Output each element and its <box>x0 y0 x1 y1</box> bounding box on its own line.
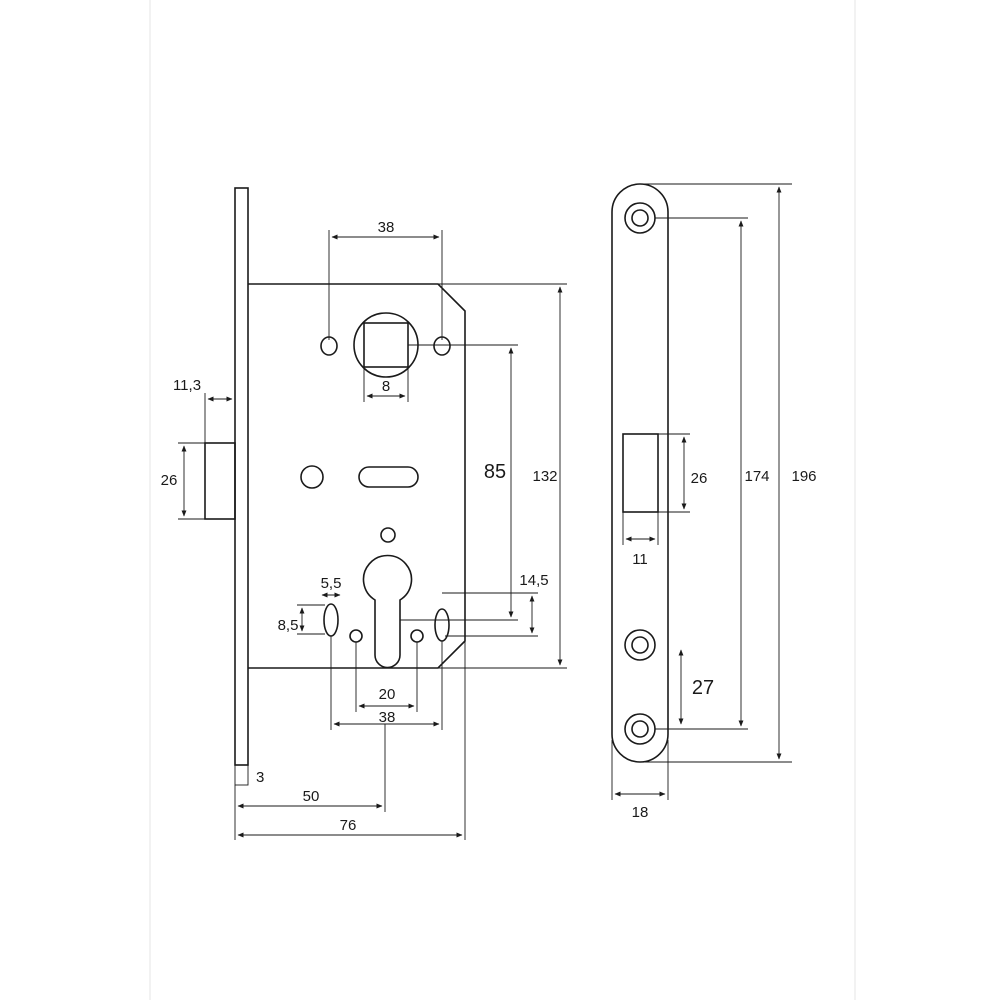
follower-square-hole <box>363 322 409 368</box>
middle-round-hole <box>300 465 324 489</box>
dim-85: 85 <box>484 461 506 483</box>
lock-body-dimensions: 38 8 11,3 26 85 132 5,5 8,5 <box>161 219 567 840</box>
dim-132: 132 <box>532 468 557 485</box>
cylinder-screw-right <box>410 629 424 643</box>
dim-11-3: 11,3 <box>173 377 201 394</box>
faceplate-hole-top-inner <box>631 209 649 227</box>
dim-3: 3 <box>256 769 264 786</box>
dim-196: 196 <box>791 468 816 485</box>
cylinder-profile <box>362 554 413 669</box>
dim-8-5: 8,5 <box>278 617 299 634</box>
faceplate-latch-opening <box>622 433 659 513</box>
lock-body <box>204 187 466 786</box>
dim-11: 11 <box>632 551 648 568</box>
cylinder-slot-left <box>323 603 339 637</box>
latch-bolt <box>204 442 236 520</box>
dim-26-latch: 26 <box>161 472 178 489</box>
cylinder-screw-left <box>349 629 363 643</box>
faceplate-hole-middle-inner <box>631 636 649 654</box>
dim-38-bottom: 38 <box>379 709 396 726</box>
dim-18: 18 <box>632 804 649 821</box>
dim-27: 27 <box>692 677 714 699</box>
dim-5-5: 5,5 <box>321 575 342 592</box>
faceplate-dimensions: 26 11 174 196 27 18 <box>611 183 817 821</box>
faceplate-tab <box>234 764 249 786</box>
dim-26-faceplate: 26 <box>691 470 708 487</box>
dim-14-5: 14,5 <box>519 572 548 589</box>
faceplate-outline <box>611 183 669 763</box>
body-faceplate-strip <box>234 187 249 766</box>
faceplate-hole-bottom-inner <box>631 720 649 738</box>
dim-174: 174 <box>744 468 769 485</box>
faceplate-hole-bottom-outer <box>624 713 656 745</box>
dim-20: 20 <box>379 686 396 703</box>
faceplate <box>611 183 669 763</box>
dim-50: 50 <box>303 788 320 805</box>
lock-case <box>248 283 466 669</box>
dim-8: 8 <box>382 378 390 395</box>
faceplate-hole-top-outer <box>624 202 656 234</box>
faceplate-hole-middle-outer <box>624 629 656 661</box>
small-hole <box>380 527 396 543</box>
dim-38-top: 38 <box>378 219 395 236</box>
middle-slot <box>358 466 419 488</box>
dim-76: 76 <box>340 817 357 834</box>
